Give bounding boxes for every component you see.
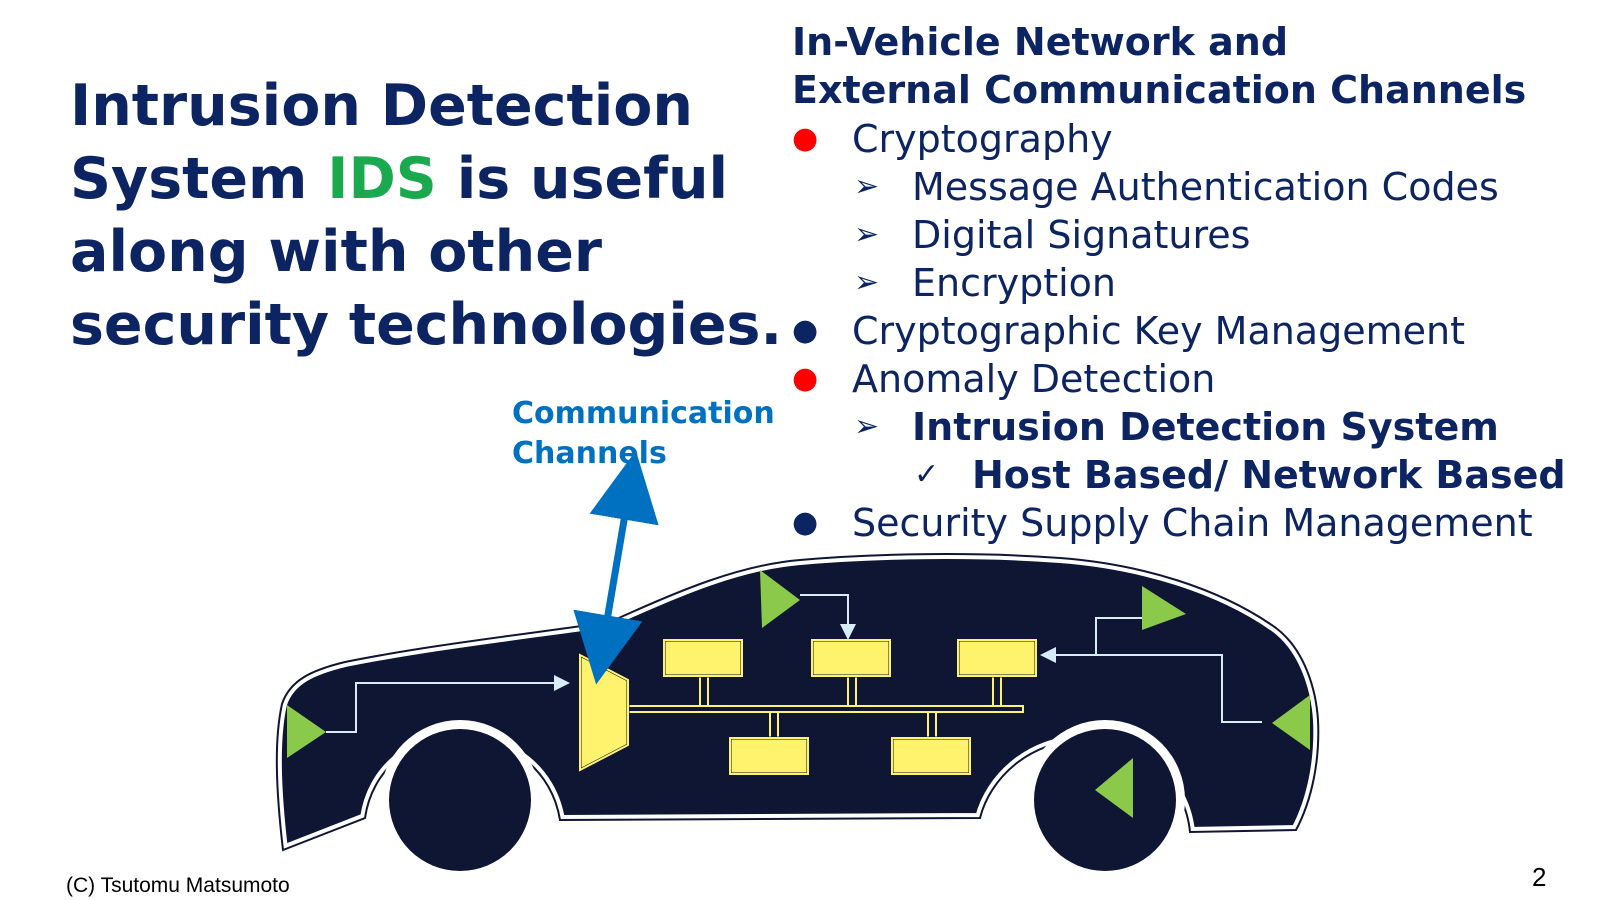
right-title-line-1: In-Vehicle Network and bbox=[792, 20, 1289, 64]
sub-sub-bullet-host-network: ✓ Host Based/ Network Based bbox=[792, 451, 1566, 499]
ecu-outline bbox=[957, 639, 1037, 677]
headline-line-2: System IDS is useful bbox=[70, 143, 790, 216]
communication-label-line-2: Channels bbox=[512, 436, 667, 471]
right-title: In-Vehicle Network and External Communic… bbox=[792, 18, 1526, 114]
signal-line bbox=[1095, 617, 1146, 655]
navy-bullet-icon: ● bbox=[792, 505, 819, 540]
ecu-box bbox=[728, 736, 810, 776]
right-title-line-2: External Communication Channels bbox=[792, 68, 1527, 112]
arrow-bullet-icon: ➢ bbox=[854, 409, 880, 444]
ecu-outline bbox=[811, 639, 891, 677]
ecu-box bbox=[890, 736, 972, 776]
sensor-triangle bbox=[1272, 695, 1310, 750]
car-outline bbox=[275, 553, 1320, 852]
sub-sub-bullet-host-network-label: Host Based/ Network Based bbox=[972, 453, 1566, 497]
red-bullet-icon: ● bbox=[792, 121, 819, 156]
ecu-box bbox=[956, 638, 1038, 678]
red-bullet-icon: ● bbox=[792, 361, 819, 396]
checkmark-icon: ✓ bbox=[914, 457, 940, 492]
sensor-triangle bbox=[760, 570, 800, 628]
ecu-outlines bbox=[663, 639, 1037, 775]
sensor-group bbox=[287, 570, 1310, 818]
headline-line-4: security technologies. bbox=[70, 292, 783, 358]
headline-line-2-suffix: is useful bbox=[436, 146, 729, 212]
headline-line-3: along with other bbox=[70, 219, 603, 285]
sensor-triangle bbox=[1142, 586, 1186, 630]
bullet-key-management-label: Cryptographic Key Management bbox=[852, 309, 1465, 353]
ecu-outline bbox=[729, 737, 809, 775]
headline-line-1: Intrusion Detection bbox=[70, 73, 693, 139]
communication-label-line-1: Communication bbox=[512, 396, 775, 431]
signal-line bbox=[800, 594, 856, 640]
sub-bullet-encryption-label: Encryption bbox=[912, 261, 1117, 305]
copyright: (C) Tsutomu Matsumoto bbox=[66, 874, 290, 897]
page-number: 2 bbox=[1532, 862, 1547, 892]
arrow-bullet-icon: ➢ bbox=[854, 169, 880, 204]
bullet-supply-chain-label: Security Supply Chain Management bbox=[852, 501, 1533, 545]
bullet-cryptography: ● Cryptography bbox=[792, 115, 1566, 163]
bullet-anomaly-detection-label: Anomaly Detection bbox=[852, 357, 1216, 401]
bullet-supply-chain: ● Security Supply Chain Management bbox=[792, 499, 1566, 547]
bullet-key-management: ● Cryptographic Key Management bbox=[792, 307, 1566, 355]
headline-ids-highlight: IDS bbox=[327, 146, 437, 212]
front-wheel-tire bbox=[389, 729, 531, 871]
sub-bullet-mac: ➢ Message Authentication Codes bbox=[792, 163, 1566, 211]
security-technology-list: ● Cryptography ➢ Message Authentication … bbox=[792, 115, 1566, 547]
sub-bullet-mac-label: Message Authentication Codes bbox=[912, 165, 1499, 209]
sub-bullet-encryption: ➢ Encryption bbox=[792, 259, 1566, 307]
sensor-triangle bbox=[1095, 758, 1133, 818]
sub-bullet-digital-signatures-label: Digital Signatures bbox=[912, 213, 1251, 257]
sub-bullet-digital-signatures: ➢ Digital Signatures bbox=[792, 211, 1566, 259]
headline-line-2-prefix: System bbox=[70, 146, 328, 212]
signal-line bbox=[1040, 647, 1262, 723]
signal-line bbox=[326, 675, 570, 733]
navy-bullet-icon: ● bbox=[792, 313, 819, 348]
signal-lines bbox=[326, 594, 1262, 733]
bullet-anomaly-detection: ● Anomaly Detection bbox=[792, 355, 1566, 403]
ecu-outline bbox=[663, 639, 743, 677]
communication-channels-label: Communication Channels bbox=[512, 394, 775, 474]
communication-arrow bbox=[573, 450, 659, 685]
arrow-bullet-icon: ➢ bbox=[854, 265, 880, 300]
sensor-triangle bbox=[287, 705, 326, 758]
sub-bullet-ids-label: Intrusion Detection System bbox=[912, 405, 1499, 449]
slide-headline: Intrusion Detection System IDS is useful… bbox=[70, 70, 790, 362]
bullet-cryptography-label: Cryptography bbox=[852, 117, 1113, 161]
sub-bullet-ids: ➢ Intrusion Detection System bbox=[792, 403, 1566, 451]
ecu-outline bbox=[891, 737, 971, 775]
rear-wheel-tire bbox=[1034, 729, 1176, 871]
ecu-box bbox=[810, 638, 892, 678]
arrow-bullet-icon: ➢ bbox=[854, 217, 880, 252]
ecu-box bbox=[662, 638, 744, 678]
